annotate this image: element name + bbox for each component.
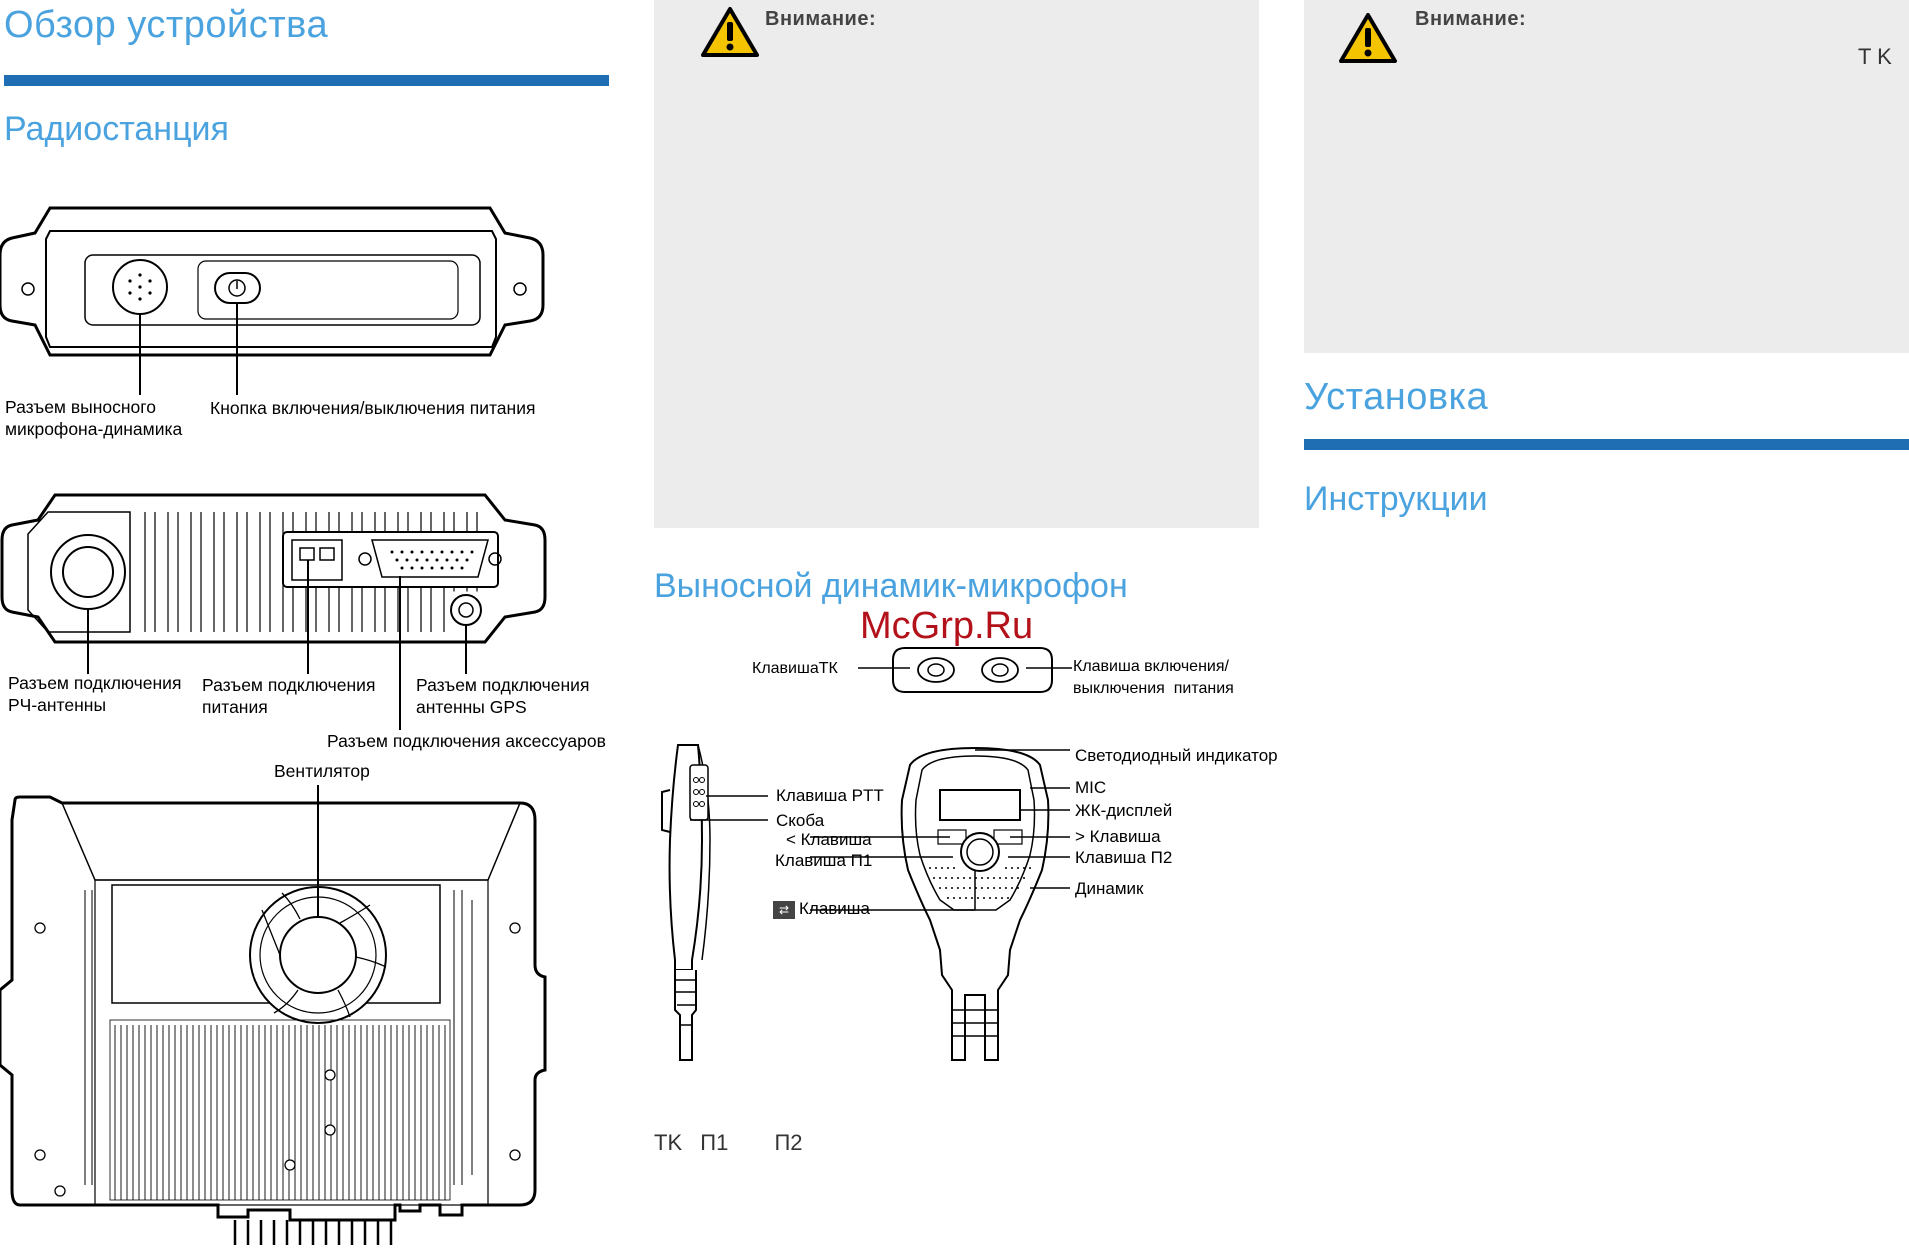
installation-rule (1304, 439, 1909, 450)
title-rule (4, 75, 609, 86)
footer-tk: TK (654, 1130, 683, 1155)
label-power-connector: Разъем подключения питания (202, 675, 376, 717)
label-rf-antenna: Разъем подключения РЧ-антенны (8, 673, 182, 715)
warning-box-middle (654, 0, 1259, 528)
label-ptt: Клавиша PTT (776, 786, 884, 805)
radio-front-panel-drawing (0, 206, 545, 395)
label-speaker: Динамик (1075, 879, 1144, 898)
label-tk-key: КлавишаТК (752, 660, 838, 677)
tk-text: T K (1858, 44, 1892, 69)
label-power-key: Клавиша включения/ выключения питания (1073, 658, 1234, 697)
label-fan: Вентилятор (274, 761, 370, 781)
watermark: McGrp.Ru (860, 605, 1034, 647)
label-p1-key: Клавиша П1 (775, 851, 873, 870)
section-title-radio: Радиостанция (4, 110, 229, 148)
page-title: Обзор устройства (4, 4, 329, 46)
warning-title-right: Внимание: (1415, 8, 1527, 30)
switch-icon: ⇄ (773, 901, 795, 919)
footer-p1: П1 (700, 1130, 729, 1155)
warning-title-middle: Внимание: (765, 8, 877, 30)
label-led: Светодиодный индикатор (1075, 746, 1278, 765)
label-mic-connector: Разъем выносного микрофона-динамика (5, 397, 183, 439)
label-gps-antenna: Разъем подключения антенны GPS (416, 675, 590, 717)
radio-bottom-view-drawing (0, 785, 547, 1245)
label-left-key: < Клавиша (786, 830, 872, 849)
footer-p2: П2 (774, 1130, 803, 1155)
section-title-installation: Установка (1304, 376, 1489, 418)
label-lcd: ЖК-дисплей (1075, 801, 1173, 820)
warning-box-right (1304, 0, 1909, 353)
label-switch-key: Клавиша (799, 899, 870, 918)
label-power-button: Кнопка включения/выключения питания (210, 398, 536, 418)
label-clip: Скоба (776, 811, 825, 830)
warning-icon (1339, 13, 1397, 63)
section-title-instructions: Инструкции (1304, 480, 1488, 518)
footer-key-names: TK П1 П2 (654, 1130, 803, 1156)
speaker-mic-front-view-drawing (810, 746, 1070, 1061)
speaker-mic-side-view-drawing (661, 744, 768, 1061)
label-p2-key: Клавиша П2 (1075, 848, 1173, 867)
label-right-key: > Клавиша (1075, 827, 1161, 846)
warning-icon (701, 7, 759, 57)
label-accessories: Разъем подключения аксессуаров (327, 731, 606, 751)
speaker-mic-top-view-drawing (858, 647, 1072, 693)
section-title-speaker-mic: Выносной динамик-микрофон (654, 567, 1128, 605)
radio-rear-panel-drawing (0, 493, 547, 730)
label-mic: MIC (1075, 778, 1107, 797)
